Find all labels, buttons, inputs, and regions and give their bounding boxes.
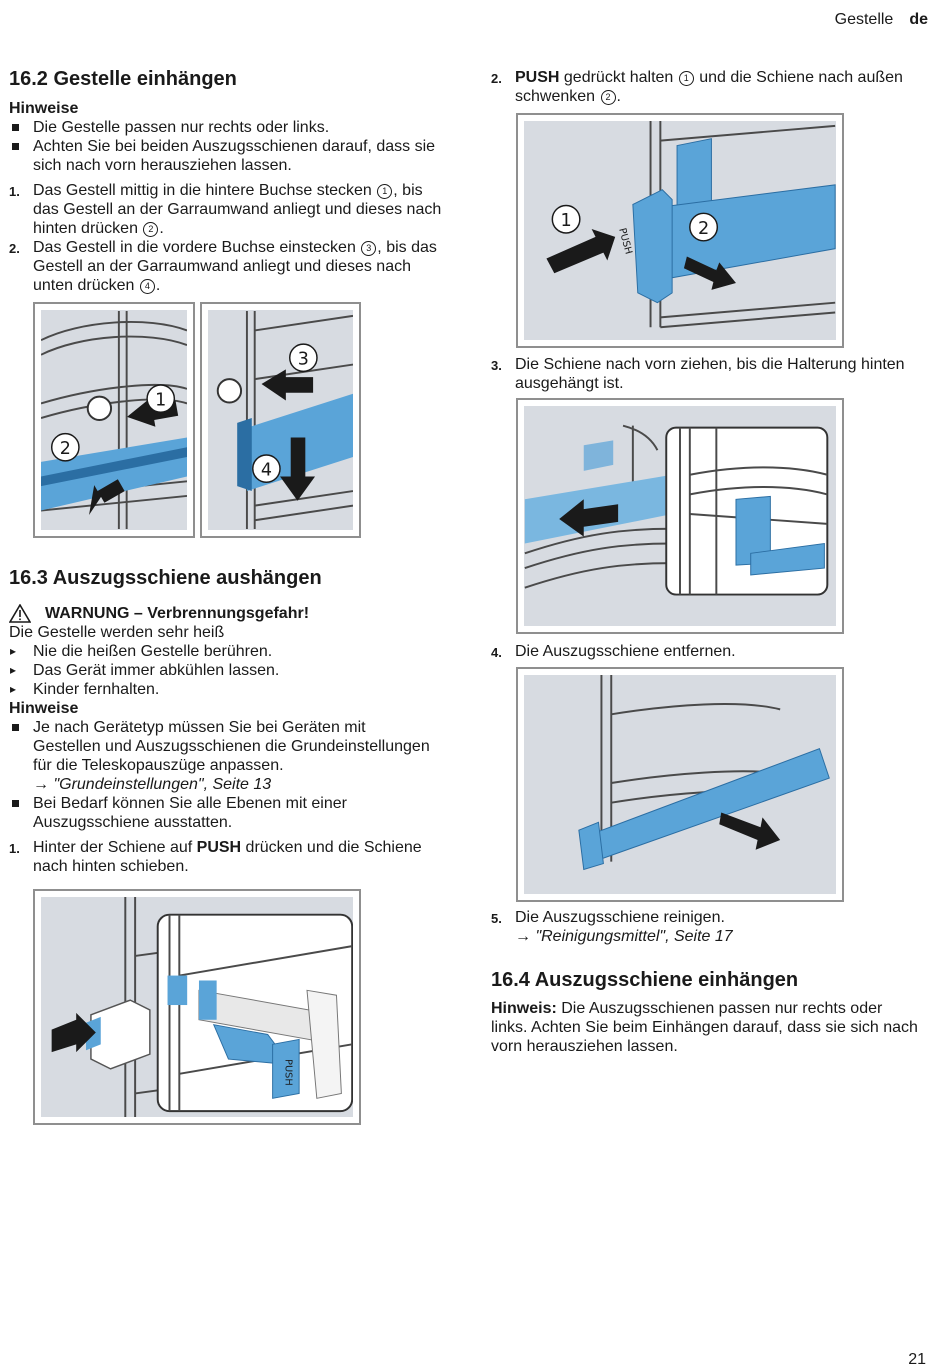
warning-title: WARNUNG – Verbrennungsgefahr! — [45, 605, 310, 622]
section-16-4: 16.4 Auszugsschiene einhängen Hinweis: D… — [491, 968, 931, 1056]
step-text: Hinter der Schiene auf — [33, 839, 197, 856]
swing-rail-illustration: PUSH 1 2 — [546, 121, 836, 329]
rack-front-illustration: 3 4 — [216, 311, 353, 529]
step-5-clean: 5. Die Auszugsschiene reinigen. → "Reini… — [491, 908, 931, 946]
step-4-remove: 4. Die Auszugsschiene entfernen. — [491, 642, 931, 661]
note-item: Die Gestelle passen nur rechts oder link… — [9, 118, 449, 137]
push-label: PUSH — [515, 69, 560, 86]
notes-heading: Hinweise — [9, 100, 79, 117]
warning-heading: WARNUNG – Verbrennungsgefahr! — [9, 604, 449, 623]
section-16-3: 16.3 Auszugsschiene aushängen WARNUNG – … — [9, 566, 449, 876]
warning-text: Die Gestelle werden sehr heiß — [9, 624, 225, 641]
fig1-label-1: 1 — [155, 390, 166, 410]
section-title: 16.4 Auszugsschiene einhängen — [491, 969, 799, 991]
section-note: Hinweis: Die Auszugsschienen passen nur … — [491, 999, 923, 1056]
notes-list: Die Gestelle passen nur rechts oder link… — [9, 118, 449, 175]
step-number: 5. — [491, 911, 502, 926]
notes-heading: Hinweise — [9, 700, 79, 717]
step-text: und die Schiene nach außen schwenken — [515, 69, 903, 105]
marker-1: 1 — [377, 184, 393, 199]
step-text: drücken und die Schiene nach hinten schi… — [33, 839, 422, 875]
notes-list: Je nach Gerätetyp müssen Sie bei Geräten… — [9, 718, 449, 832]
step-number: 1. — [9, 184, 20, 199]
step-number: 2. — [9, 241, 20, 256]
step-number: 3. — [491, 358, 502, 373]
step-text: . — [155, 277, 161, 294]
step-text: Die Schiene nach vorn ziehen, bis die Ha… — [515, 356, 905, 392]
fig2-label-4: 4 — [261, 460, 272, 480]
step-3: 3. Die Schiene nach vorn ziehen, bis die… — [491, 355, 935, 393]
note-text: Die Auszugsschienen passen nur rechts od… — [491, 1000, 918, 1055]
push-rail-illustration: PUSH — [51, 897, 353, 1117]
header-section: Gestelle — [834, 11, 894, 28]
step-3-pull: 3. Die Schiene nach vorn ziehen, bis die… — [491, 355, 931, 393]
step-4: 4. Die Auszugsschiene entfernen. — [491, 642, 931, 661]
note-item: Je nach Gerätetyp müssen Sie bei Geräten… — [9, 718, 433, 794]
marker-3: 3 — [361, 241, 377, 256]
note-text: Je nach Gerätetyp müssen Sie bei Geräten… — [33, 719, 430, 774]
step-number: 2. — [491, 71, 502, 86]
step-number: 4. — [491, 645, 502, 660]
rack-rear-illustration: 1 2 — [41, 310, 187, 530]
step-2-swing: 2. PUSH gedrückt halten 1 und die Schien… — [491, 68, 931, 106]
step-2: 2. Das Gestell in die vordere Buchse ein… — [9, 238, 453, 295]
step-text: gedrückt halten — [559, 69, 674, 86]
note-item: Achten Sie bei beiden Auszugsschienen da… — [9, 137, 438, 175]
step-text: , bis das Gestell an der Garraumwand anl… — [33, 239, 437, 294]
step-text: . — [159, 220, 164, 237]
warning-item: Nie die heißen Gestelle berühren. — [9, 642, 449, 661]
fig4-push-text: PUSH — [616, 227, 634, 256]
fig2-label-3: 3 — [298, 350, 309, 370]
step-text: , bis das Gestell an der Garraumwand anl… — [33, 182, 442, 237]
page-header: Gestelle de — [835, 10, 928, 29]
step-text: Das Gestell in die vordere Buchse einste… — [33, 239, 356, 256]
step-text: Die Auszugsschiene entfernen. — [515, 643, 736, 660]
step-text: . — [616, 88, 621, 105]
marker-2: 2 — [600, 90, 616, 105]
fig1-label-2: 2 — [60, 439, 71, 459]
figure-rack-rear: 1 2 — [33, 302, 195, 538]
warning-item: Kinder fernhalten. — [9, 680, 449, 699]
page-number: 21 — [908, 1351, 926, 1368]
step-2: 2. PUSH gedrückt halten 1 und die Schien… — [491, 68, 915, 106]
step-5: 5. Die Auszugsschiene reinigen. → "Reini… — [491, 908, 931, 946]
step-1: 1. Hinter der Schiene auf PUSH drücken u… — [9, 838, 433, 876]
warning-list: Nie die heißen Gestelle berühren. Das Ge… — [9, 642, 449, 699]
section-title: 16.3 Auszugsschiene aushängen — [9, 567, 322, 589]
step-text: Die Auszugsschiene reinigen. — [515, 909, 725, 926]
figure-pull-rail — [516, 398, 844, 634]
section-title: 16.2 Gestelle einhängen — [9, 68, 237, 90]
note-label: Hinweis: — [491, 1000, 557, 1017]
step-text: Das Gestell mittig in die hintere Buchse… — [33, 182, 372, 199]
warning-item: Das Gerät immer abkühlen lassen. — [9, 661, 449, 680]
fig4-label-2: 2 — [698, 219, 709, 239]
figure-rack-front: 3 4 — [200, 302, 361, 538]
remove-rail-illustration — [578, 675, 830, 871]
marker-4: 4 — [139, 279, 155, 294]
marker-2: 2 — [143, 222, 159, 237]
marker-1: 1 — [678, 71, 694, 86]
figure-push-rail: PUSH — [33, 889, 361, 1125]
header-lang: de — [909, 11, 928, 28]
pull-rail-illustration — [524, 424, 829, 596]
push-label: PUSH — [196, 839, 242, 856]
figure-swing-rail: PUSH 1 2 — [516, 113, 844, 348]
cross-reference: → "Grundeinstellungen", Seite 13 — [33, 776, 272, 793]
cross-reference: → "Reinigungsmittel", Seite 17 — [515, 928, 733, 945]
note-item: Bei Bedarf können Sie alle Ebenen mit ei… — [9, 794, 428, 832]
step-1: 1. Das Gestell mittig in die hintere Buc… — [9, 181, 449, 238]
step-number: 1. — [9, 841, 20, 856]
section-16-2: 16.2 Gestelle einhängen Hinweise Die Ges… — [9, 67, 449, 295]
warning-icon — [9, 604, 31, 623]
fig3-push-text: PUSH — [282, 1059, 293, 1086]
fig4-label-1: 1 — [560, 211, 571, 231]
figure-remove-rail — [516, 667, 844, 902]
